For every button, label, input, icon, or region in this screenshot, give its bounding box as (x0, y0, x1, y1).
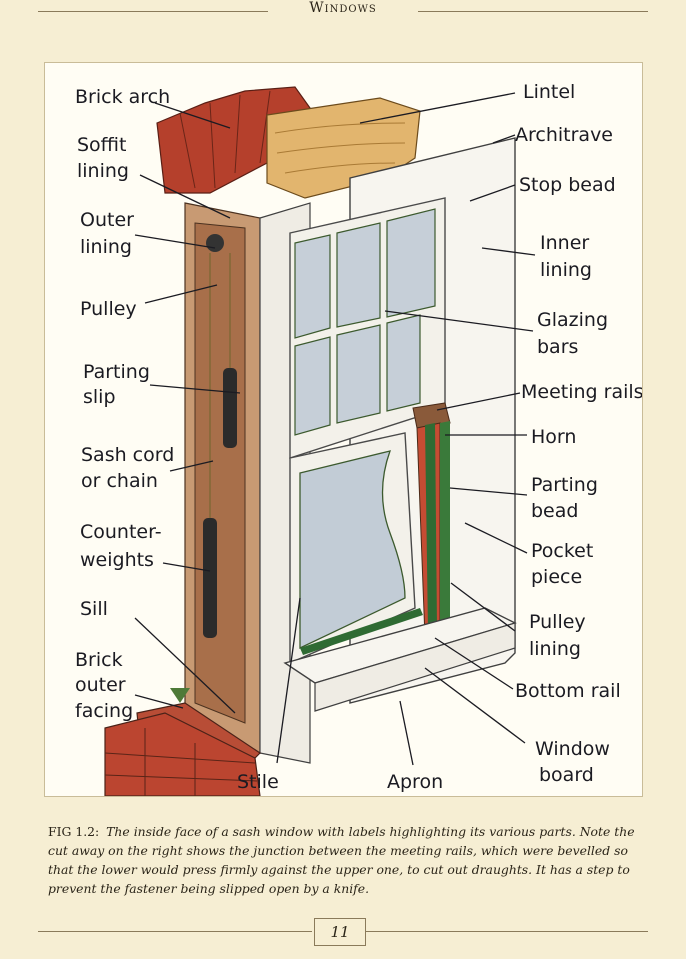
label-counterweights-2: weights (80, 549, 154, 571)
page-title: Windows (0, 0, 686, 16)
label-bottom-rail: Bottom rail (515, 680, 621, 702)
footer-rule-right (366, 931, 648, 932)
label-parting-slip-2: slip (83, 386, 116, 408)
page-number: 11 (314, 918, 366, 946)
label-lintel: Lintel (523, 81, 575, 103)
label-window-board: Window (535, 738, 610, 760)
label-brick-outer-facing: Brick (75, 649, 123, 671)
label-outer-lining-2: lining (80, 236, 132, 258)
label-meeting-rails: Meeting rails (521, 381, 642, 403)
label-pocket-piece-2: piece (531, 566, 582, 588)
label-outer-lining: Outer (80, 209, 134, 231)
label-soffit-lining: Soffit (77, 134, 127, 156)
sash-window-illustration: Brick arch Soffit lining Outer lining Pu… (44, 62, 643, 797)
label-horn: Horn (531, 426, 576, 448)
figure-caption: FIG 1.2: The inside face of a sash windo… (48, 822, 640, 898)
figure-number: FIG 1.2: (48, 824, 99, 839)
label-soffit-lining-2: lining (77, 160, 129, 182)
pulley-wheel-drawing (206, 234, 224, 252)
label-parting-slip: Parting (83, 361, 150, 383)
label-architrave: Architrave (515, 124, 613, 146)
label-glazing-bars: Glazing (537, 309, 608, 331)
header-rule-right (418, 11, 648, 12)
counterweight-drawing (203, 518, 217, 638)
label-glazing-bars-2: bars (537, 336, 578, 358)
caption-text: The inside face of a sash window with la… (48, 824, 635, 896)
label-brick-outer-facing-2: outer (75, 674, 126, 696)
label-parting-bead: Parting (531, 474, 598, 496)
footer-rule-left (38, 931, 312, 932)
label-pulley-lining: Pulley (529, 611, 586, 633)
illustration-canvas: Brick arch Soffit lining Outer lining Pu… (45, 63, 642, 796)
label-apron: Apron (387, 771, 443, 793)
label-stop-bead: Stop bead (519, 174, 616, 196)
label-pulley-lining-2: lining (529, 638, 581, 660)
label-brick-arch: Brick arch (75, 86, 170, 108)
label-pulley: Pulley (80, 298, 137, 320)
label-sill: Sill (80, 598, 108, 620)
label-window-board-2: board (539, 764, 594, 786)
label-sash-cord: Sash cord (81, 444, 174, 466)
label-pocket-piece: Pocket (531, 540, 593, 562)
label-parting-bead-2: bead (531, 500, 578, 522)
label-inner-lining-2: lining (540, 259, 592, 281)
page-header: Windows (0, 0, 686, 24)
label-counterweights: Counter- (80, 521, 162, 543)
label-brick-outer-facing-3: facing (75, 700, 133, 722)
label-sash-cord-2: or chain (81, 470, 158, 492)
parting-slip-drawing (195, 223, 245, 723)
label-inner-lining: Inner (540, 232, 589, 254)
label-stile: Stile (237, 771, 279, 793)
